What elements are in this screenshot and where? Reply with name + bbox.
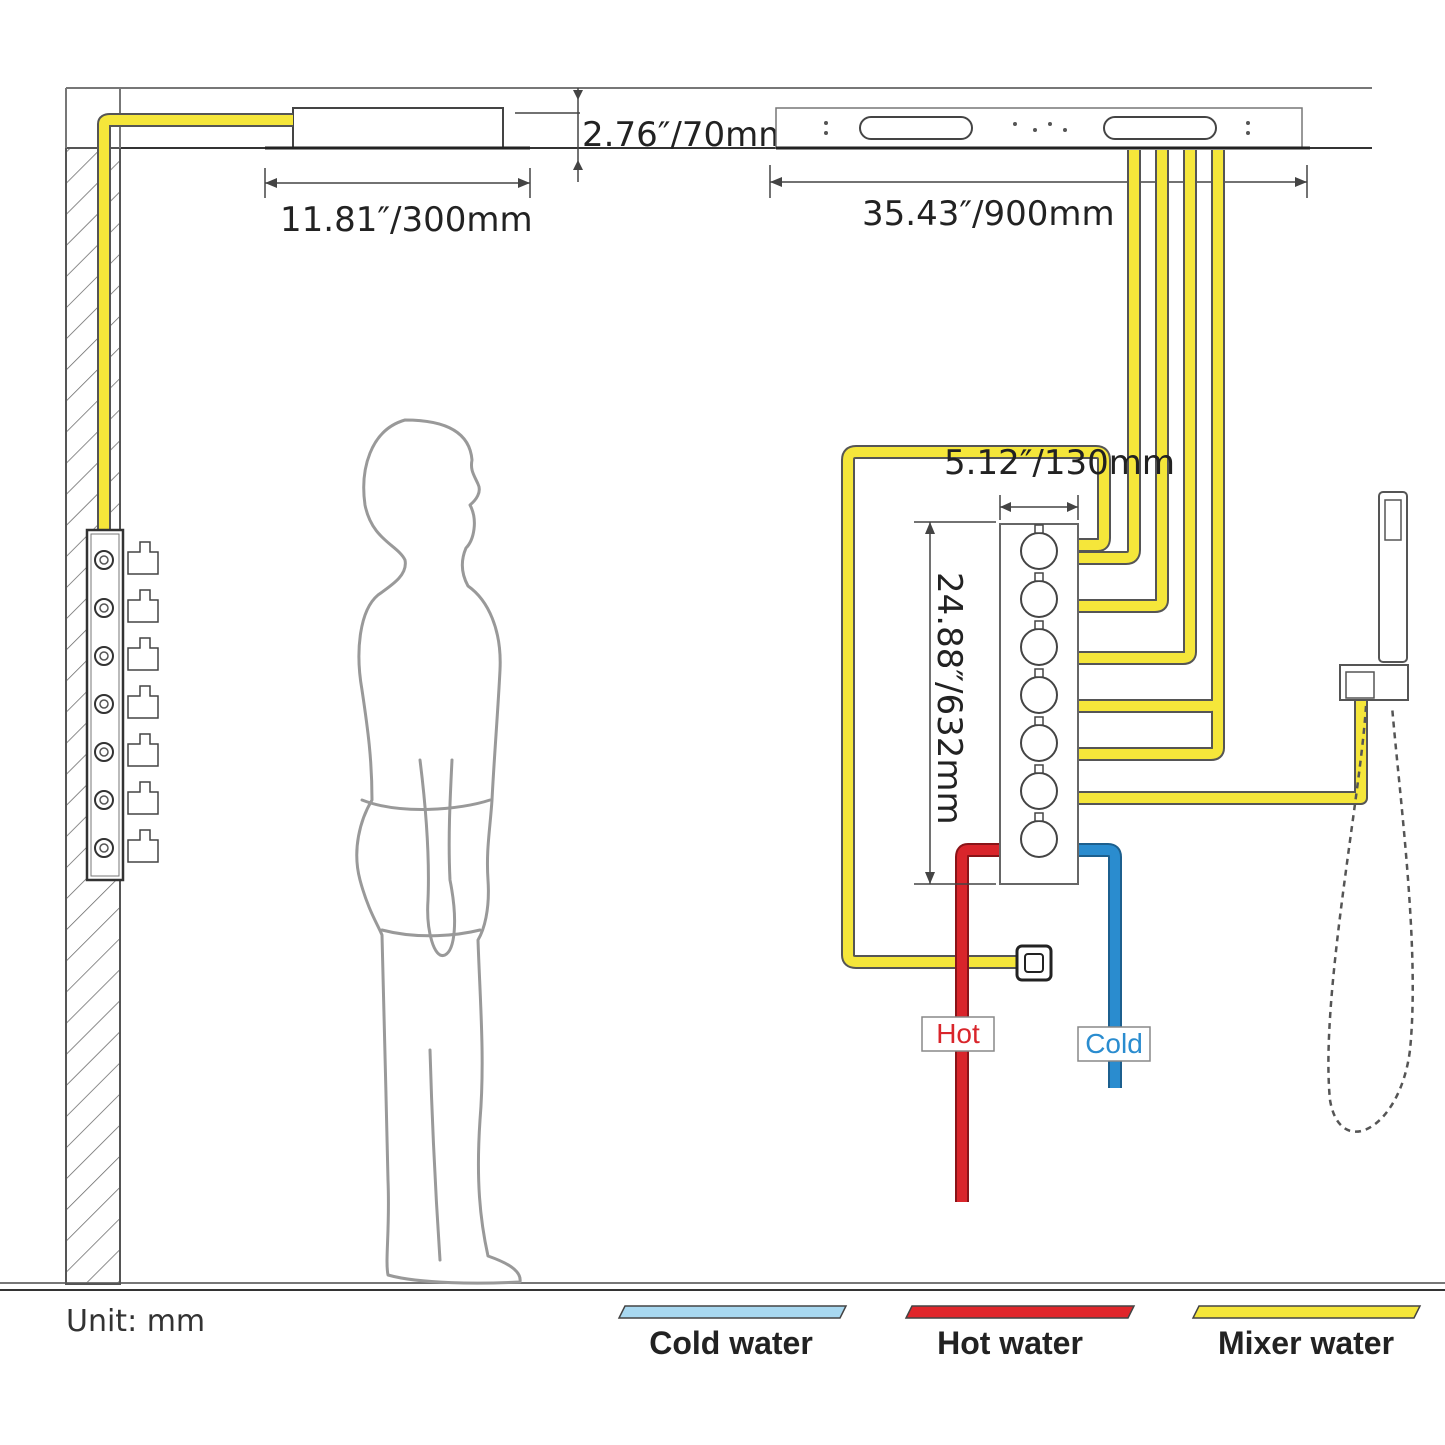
rain-panel-width-label: 11.81″/300mm	[280, 200, 533, 240]
rain-panel-height-label: 2.76″/70mm	[582, 115, 791, 155]
legend-cold-water: Cold water	[617, 1305, 848, 1361]
body-jet-nozzle	[99, 555, 109, 565]
person-figure	[355, 418, 522, 1285]
legend-mixer-water: Mixer water	[1191, 1305, 1422, 1361]
valve-knob	[1020, 724, 1058, 762]
body-jet-handle	[127, 781, 159, 815]
rain-panel	[265, 107, 530, 150]
dimension-valve-height: 24.88″/632mm	[914, 521, 996, 885]
legend-cold-water-label: Cold water	[649, 1325, 813, 1361]
hot-tag-label: Hot	[936, 1018, 980, 1049]
valve-width-label: 5.12″/130mm	[944, 443, 1175, 483]
valve-knob	[1020, 532, 1058, 570]
dimension-rain-panel-height: 2.76″/70mm	[515, 88, 791, 182]
valve-knob-tab	[1034, 812, 1044, 822]
cold-tag-label: Cold	[1085, 1028, 1143, 1059]
legend-hot-water-swatch	[904, 1305, 1136, 1319]
cold-water-pipe	[1078, 843, 1122, 1088]
body-jet-handle	[127, 541, 159, 575]
body-jet-handle	[127, 589, 159, 623]
valve-knob	[1020, 820, 1058, 858]
valve-knobs	[1020, 524, 1058, 858]
valve-knob-tab	[1034, 764, 1044, 774]
body-jet-handle	[127, 685, 159, 719]
body-jet-nozzle	[99, 795, 109, 805]
ceiling-panel-width-label: 35.43″/900mm	[862, 194, 1115, 234]
body-jet-handle	[127, 829, 159, 863]
mixer-pipe-rain-panel	[97, 113, 293, 530]
hand-shower	[1327, 491, 1414, 1133]
valve-knob	[1020, 628, 1058, 666]
dimension-valve-width: 5.12″/130mm	[944, 443, 1175, 520]
thermostatic-valve	[999, 523, 1079, 885]
dimension-ceiling-panel-width: 35.43″/900mm	[769, 165, 1308, 234]
hot-tag: Hot	[921, 1016, 995, 1052]
unit-note: Unit: mm	[66, 1304, 205, 1339]
body-jet-nozzle	[99, 603, 109, 613]
room-outline	[0, 87, 1445, 1291]
valve-knob	[1020, 676, 1058, 714]
legend-hot-water: Hot water	[904, 1305, 1136, 1361]
valve-knob-tab	[1034, 620, 1044, 630]
valve-knob-tab	[1034, 524, 1044, 534]
cold-tag: Cold	[1077, 1026, 1151, 1062]
valve-knob-tab	[1034, 572, 1044, 582]
body-jets	[94, 541, 159, 863]
valve-knob-tab	[1034, 716, 1044, 726]
legend-cold-water-swatch	[617, 1305, 848, 1319]
valve-height-label: 24.88″/632mm	[929, 572, 969, 825]
legend-mixer-water-swatch	[1191, 1305, 1422, 1319]
legend-mixer-water-label: Mixer water	[1218, 1325, 1394, 1361]
valve-knob-tab	[1034, 668, 1044, 678]
mixer-pipes	[841, 150, 1368, 969]
wall-outlet	[1015, 944, 1053, 982]
ceiling-shower-panel	[775, 107, 1310, 150]
body-jet-nozzle	[99, 747, 109, 757]
body-jet-nozzle	[99, 651, 109, 661]
valve-knob	[1020, 772, 1058, 810]
hot-water-pipe	[955, 843, 1003, 1202]
body-jet-nozzle	[99, 699, 109, 709]
body-jet-handle	[127, 733, 159, 767]
legend: Cold water Hot water Mixer water	[617, 1305, 1422, 1361]
body-jet-handle	[127, 637, 159, 671]
body-jet-nozzle	[99, 843, 109, 853]
dimension-rain-panel-width: 11.81″/300mm	[264, 168, 533, 240]
valve-knob	[1020, 580, 1058, 618]
body-jet-panel	[85, 528, 159, 882]
legend-hot-water-label: Hot water	[937, 1325, 1083, 1361]
